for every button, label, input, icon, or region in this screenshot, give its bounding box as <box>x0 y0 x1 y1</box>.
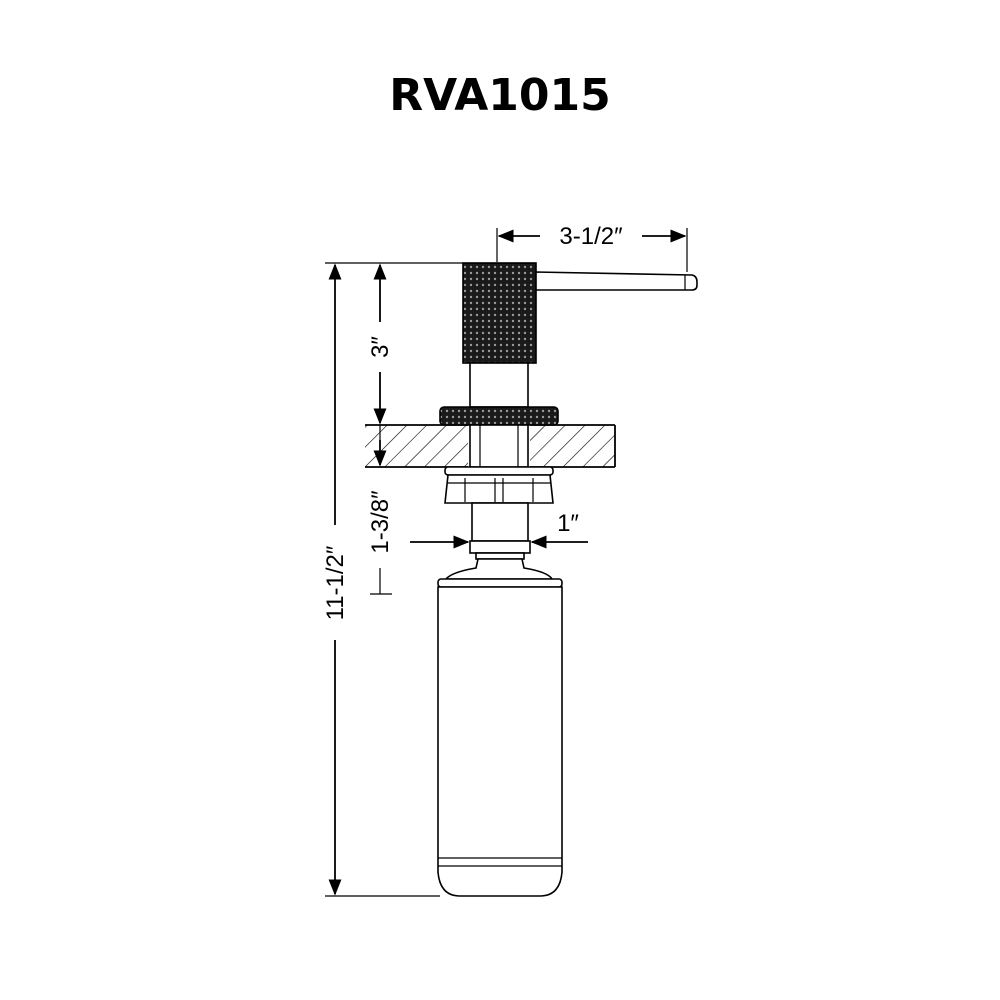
washer <box>444 466 554 476</box>
bottle-cap <box>437 558 563 588</box>
dimension-total-height <box>325 262 440 897</box>
lower-shank <box>469 502 531 560</box>
label-spout-length: 3-1/2″ <box>559 223 623 250</box>
spout <box>534 271 698 291</box>
pump-head <box>462 262 537 364</box>
flange <box>439 406 559 426</box>
pump-neck <box>469 362 529 408</box>
label-shank-diameter: 1″ <box>557 510 579 537</box>
mounting-nut <box>444 474 554 504</box>
dimension-shank-length <box>370 425 392 595</box>
dimension-head-height <box>373 262 463 425</box>
label-shank-length: 1-3/8″ <box>367 490 394 554</box>
dimension-spout-length <box>496 228 688 272</box>
shank <box>469 424 529 468</box>
product-title: RVA1015 <box>389 70 611 121</box>
label-total-height: 11-1/2″ <box>322 545 349 620</box>
label-head-height: 3″ <box>367 336 394 358</box>
soap-bottle <box>437 586 563 897</box>
